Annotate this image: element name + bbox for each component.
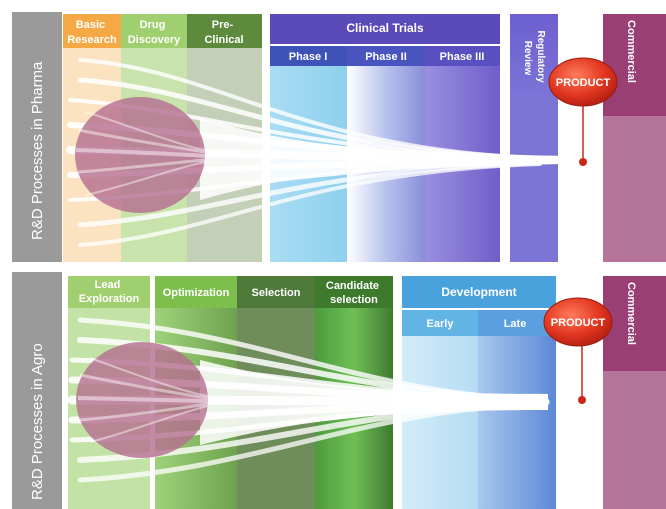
pharma-commercial-label: Commercial	[625, 20, 637, 83]
phase3-header	[425, 46, 500, 66]
pharma-product-dot	[579, 158, 587, 166]
agro-candidate-sphere	[76, 342, 208, 458]
pharma-side-bar	[12, 12, 62, 262]
selection-label: Selection	[252, 287, 301, 299]
drug-discovery-header	[121, 14, 187, 48]
pharma-side-label: R&D Processes in Pharma	[29, 61, 46, 240]
clinical-trials-label: Clinical Trials	[346, 21, 424, 35]
agro-commercial-top	[603, 276, 666, 371]
agro-side-bar	[12, 272, 62, 509]
pharma-product-badge	[548, 57, 618, 107]
svg-text:Pre- Clinical: Pre- Clinical	[204, 19, 243, 46]
lead-exploration-label-2: Exploration	[79, 293, 140, 305]
agro-commercial-label: Commercial	[625, 282, 637, 345]
lead-exploration-label-1: Lead	[95, 279, 121, 291]
svg-text:Drug Discovery: Drug Discovery	[128, 19, 181, 46]
pre-clinical-label-1: Pre-	[212, 19, 234, 31]
pre-clinical-header	[187, 14, 262, 48]
phase2-label: Phase II	[365, 51, 407, 63]
agro-funnel-body	[200, 360, 548, 445]
pharma-stream	[78, 162, 542, 247]
basic-research-label-1: Basic	[76, 19, 105, 31]
svg-text:Candidate selection: Candidate selection	[326, 280, 382, 306]
candidate-selection-label-2: selection	[330, 294, 378, 306]
late-header	[478, 310, 556, 336]
svg-text:Lead Exploration: Lead Exploration	[79, 279, 140, 305]
regulatory-column	[510, 100, 558, 262]
pharma-commercial-bottom	[603, 116, 666, 262]
agro-sphere-streaks	[77, 357, 209, 443]
drug-discovery-label-2: Discovery	[128, 34, 181, 46]
development-label: Development	[441, 285, 516, 299]
drug-discovery-label-1: Drug	[140, 19, 166, 31]
regulatory-label-2: Review	[522, 41, 533, 76]
selection-header	[237, 276, 315, 308]
pharma-funnel-body	[200, 118, 560, 200]
pharma-stream	[77, 160, 543, 228]
pre-clinical-label-2: Clinical	[204, 34, 243, 46]
candidate-selection-label-1: Candidate	[326, 280, 379, 292]
agro-product-dot	[578, 396, 586, 404]
agro-side-label: R&D Processes in Agro	[29, 343, 46, 500]
basic-research-header	[63, 14, 121, 48]
development-header	[402, 276, 556, 308]
phase1-label: Phase I	[289, 51, 328, 63]
pharma-product-label: PRODUCT	[556, 77, 611, 89]
candidate-selection-header	[315, 276, 393, 308]
clinical-trials-header	[270, 14, 500, 44]
svg-text:Regulatory Review: Regulatory Review	[522, 30, 546, 85]
pharma-panel: R&D Processes in Pharma Basic Research D…	[12, 12, 666, 262]
early-column	[402, 336, 478, 509]
optimization-label: Optimization	[163, 287, 230, 299]
lead-exploration-header	[68, 276, 150, 308]
late-column	[478, 336, 556, 509]
phase2-header	[347, 46, 425, 66]
pharma-sphere-streaks	[75, 111, 206, 196]
regulatory-label-1: Regulatory	[535, 30, 546, 83]
agro-product-label: PRODUCT	[551, 317, 606, 329]
early-label: Early	[427, 318, 455, 330]
agro-panel: R&D Processes in Agro Lead Exploration O…	[12, 272, 666, 509]
pharma-candidate-sphere	[75, 97, 205, 213]
early-header	[402, 310, 478, 336]
svg-text:Basic Research: Basic Research	[67, 19, 117, 46]
late-label: Late	[504, 318, 527, 330]
phase3-label: Phase III	[440, 51, 485, 63]
pharma-commercial-top	[603, 14, 666, 116]
basic-research-label-2: Research	[67, 34, 117, 46]
phase1-header	[270, 46, 347, 66]
agro-product-badge	[543, 297, 613, 347]
agro-commercial-bottom	[603, 371, 666, 509]
optimization-header	[155, 276, 237, 308]
